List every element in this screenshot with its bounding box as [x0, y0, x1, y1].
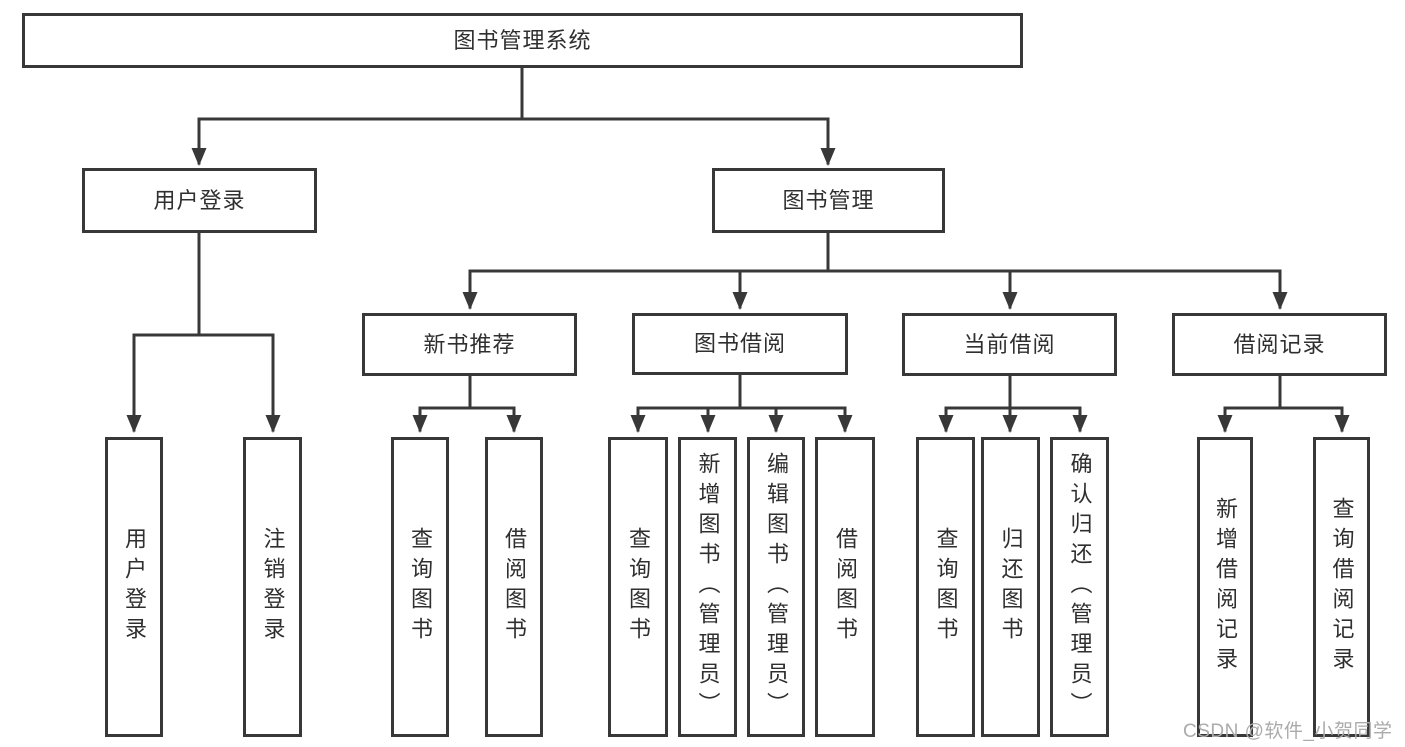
- connector-records-children: [1217, 374, 1350, 433]
- node-leaf-borrow-books-borrowing: 借阅图书: [815, 437, 875, 737]
- node-leaf-query-books-current: 查询图书: [916, 437, 975, 737]
- node-leaf-query-books-borrowing: 查询图书: [608, 437, 668, 737]
- node-book-management: 图书管理: [712, 168, 945, 233]
- node-leaf-edit-books-admin: 编辑图书（管理员）: [747, 437, 805, 737]
- node-leaf-query-books-recommend: 查询图书: [391, 437, 449, 737]
- connector-root-to-level2: [191, 66, 836, 166]
- node-root: 图书管理系统: [22, 13, 1023, 68]
- connector-borrowing-children: [630, 373, 853, 433]
- node-leaf-add-books-admin: 新增图书（管理员）: [678, 437, 737, 737]
- node-user-login: 用户登录: [82, 168, 317, 233]
- node-leaf-login-user: 用户登录: [105, 437, 163, 737]
- node-leaf-return-books: 归还图书: [981, 437, 1040, 737]
- connector-userlogin-children: [126, 231, 281, 433]
- node-borrowing-records: 借阅记录: [1172, 313, 1387, 376]
- node-leaf-borrow-books-recommend: 借阅图书: [485, 437, 543, 737]
- csdn-watermark: CSDN @软件_小贺同学: [1183, 721, 1393, 742]
- connector-current-children: [938, 374, 1088, 433]
- connector-bookmgmt-children: [462, 231, 1288, 310]
- node-new-book-recommend: 新书推荐: [362, 313, 577, 376]
- node-book-borrowing: 图书借阅: [632, 313, 848, 375]
- node-current-borrowing: 当前借阅: [902, 313, 1117, 376]
- connector-newbook-children: [412, 374, 522, 433]
- node-leaf-logout: 注销登录: [243, 437, 302, 737]
- node-leaf-query-borrow-record: 查询借阅记录: [1313, 437, 1370, 737]
- node-leaf-add-borrow-record: 新增借阅记录: [1197, 437, 1253, 737]
- node-leaf-confirm-return-admin: 确认归还（管理员）: [1050, 437, 1109, 737]
